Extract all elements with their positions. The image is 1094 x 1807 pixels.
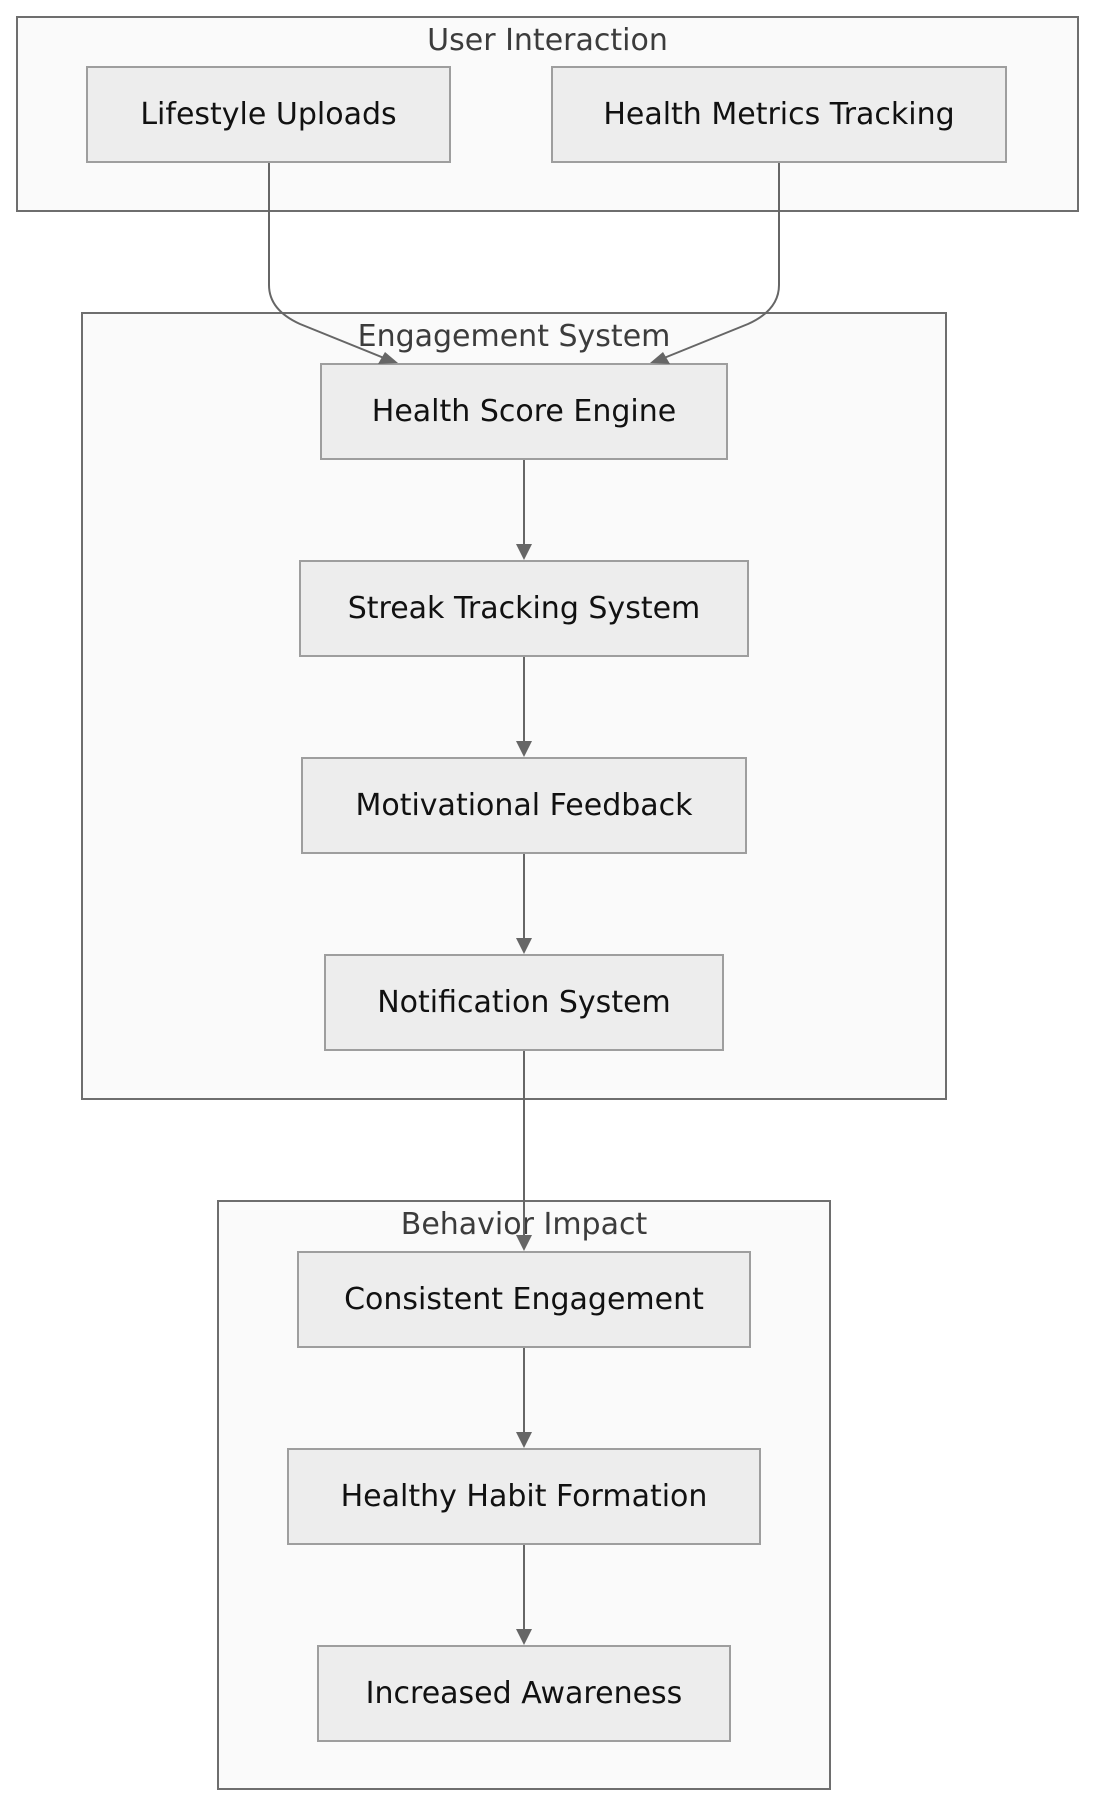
node-notification-system[interactable]: Notification System xyxy=(324,954,724,1051)
node-healthy-habit-formation[interactable]: Healthy Habit Formation xyxy=(287,1448,761,1545)
node-health-score-engine[interactable]: Health Score Engine xyxy=(320,363,728,460)
node-lifestyle-uploads[interactable]: Lifestyle Uploads xyxy=(86,66,451,163)
node-motivational-feedback[interactable]: Motivational Feedback xyxy=(301,757,747,854)
cluster-label-behavior-impact: Behavior Impact xyxy=(400,1207,648,1242)
node-consistent-engagement[interactable]: Consistent Engagement xyxy=(297,1251,751,1348)
node-streak-tracking-system[interactable]: Streak Tracking System xyxy=(299,560,749,657)
node-increased-awareness[interactable]: Increased Awareness xyxy=(317,1645,731,1742)
node-health-metrics-tracking[interactable]: Health Metrics Tracking xyxy=(551,66,1007,163)
cluster-label-user-interaction: User Interaction xyxy=(427,23,668,58)
cluster-label-engagement-system: Engagement System xyxy=(357,319,671,354)
